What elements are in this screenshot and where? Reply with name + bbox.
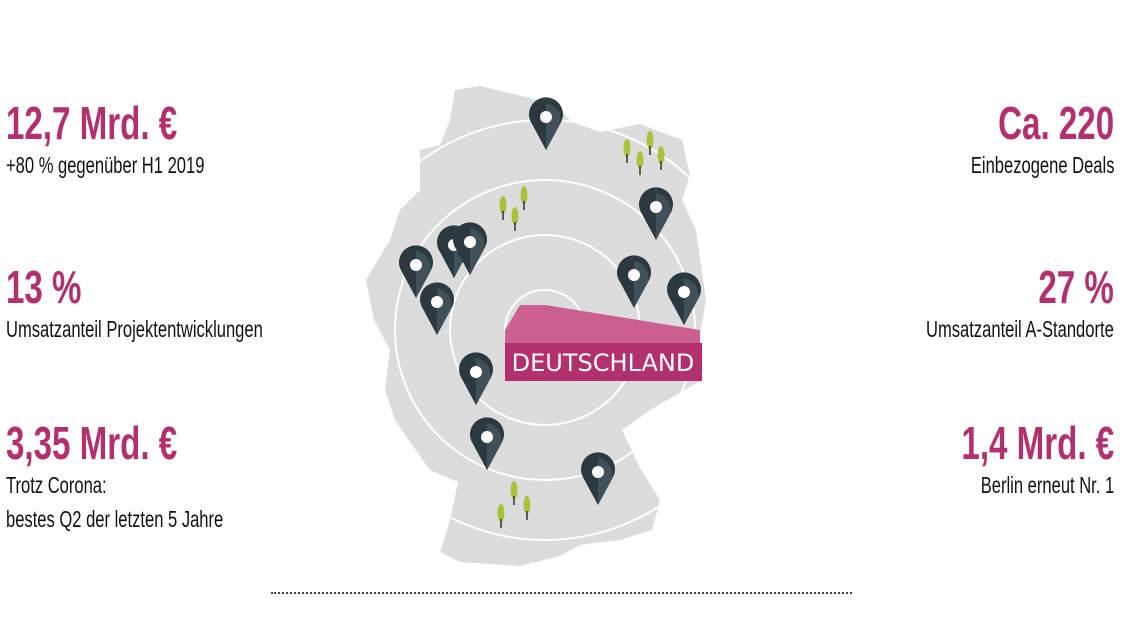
stat-value: 3,35 Mrd. € (6, 417, 178, 469)
map-pin-icon (459, 352, 493, 405)
tree-icon (646, 131, 654, 155)
map-pin-icon (529, 97, 563, 150)
dotted-divider (271, 592, 852, 594)
map-pin-icon (420, 282, 455, 335)
tree-icon (657, 146, 665, 170)
stat-desc: Umsatzanteil A-Standorte (926, 316, 1114, 342)
tree-icon (623, 139, 631, 163)
tree-icon (520, 186, 528, 210)
map-pin-icon (617, 255, 652, 308)
stat-project-share: 13 % Umsatzanteil Projektentwicklungen (6, 262, 363, 346)
stat-volume: 12,7 Mrd. € +80 % gegenüber H1 2019 (6, 98, 282, 182)
stat-desc: Einbezogene Deals (970, 152, 1114, 178)
tree-icon (497, 504, 505, 528)
stat-desc: +80 % gegenüber H1 2019 (6, 152, 205, 178)
stat-value: 12,7 Mrd. € (6, 97, 178, 149)
stat-value: Ca. 220 (997, 97, 1114, 149)
stat-berlin: 1,4 Mrd. € Berlin erneut Nr. 1 (902, 418, 1114, 502)
map-pin-icon (399, 245, 433, 298)
map-pin-icon (580, 452, 616, 505)
tree-icons (497, 131, 665, 528)
stat-deals: Ca. 220 Einbezogene Deals (915, 98, 1114, 182)
stat-a-share: 27 % Umsatzanteil A-Standorte (853, 262, 1114, 346)
map-pin-icon (638, 187, 673, 240)
tree-icon (523, 496, 531, 520)
stat-q2: 3,35 Mrd. € Trotz Corona: bestes Q2 der … (6, 418, 308, 536)
map-pin-icon (453, 222, 488, 275)
stat-value: 27 % (1038, 261, 1114, 313)
deutschland-label: DEUTSCHLAND (505, 305, 702, 381)
map-label: DEUTSCHLAND (512, 349, 695, 377)
tree-icon (499, 196, 507, 220)
tree-icon (636, 151, 644, 175)
stat-desc: bestes Q2 der letzten 5 Jahre (6, 506, 224, 532)
stat-value: 1,4 Mrd. € (961, 417, 1114, 469)
map-pin-icon (667, 272, 701, 325)
stat-desc: Umsatzanteil Projektentwicklungen (6, 316, 263, 342)
tree-icon (510, 481, 518, 505)
map-pin-icon (470, 417, 504, 470)
stat-desc: Berlin erneut Nr. 1 (980, 472, 1114, 498)
tree-icon (511, 207, 519, 231)
location-pins (399, 97, 701, 505)
stat-value: 13 % (6, 261, 82, 313)
stat-desc: Trotz Corona: (6, 472, 107, 498)
